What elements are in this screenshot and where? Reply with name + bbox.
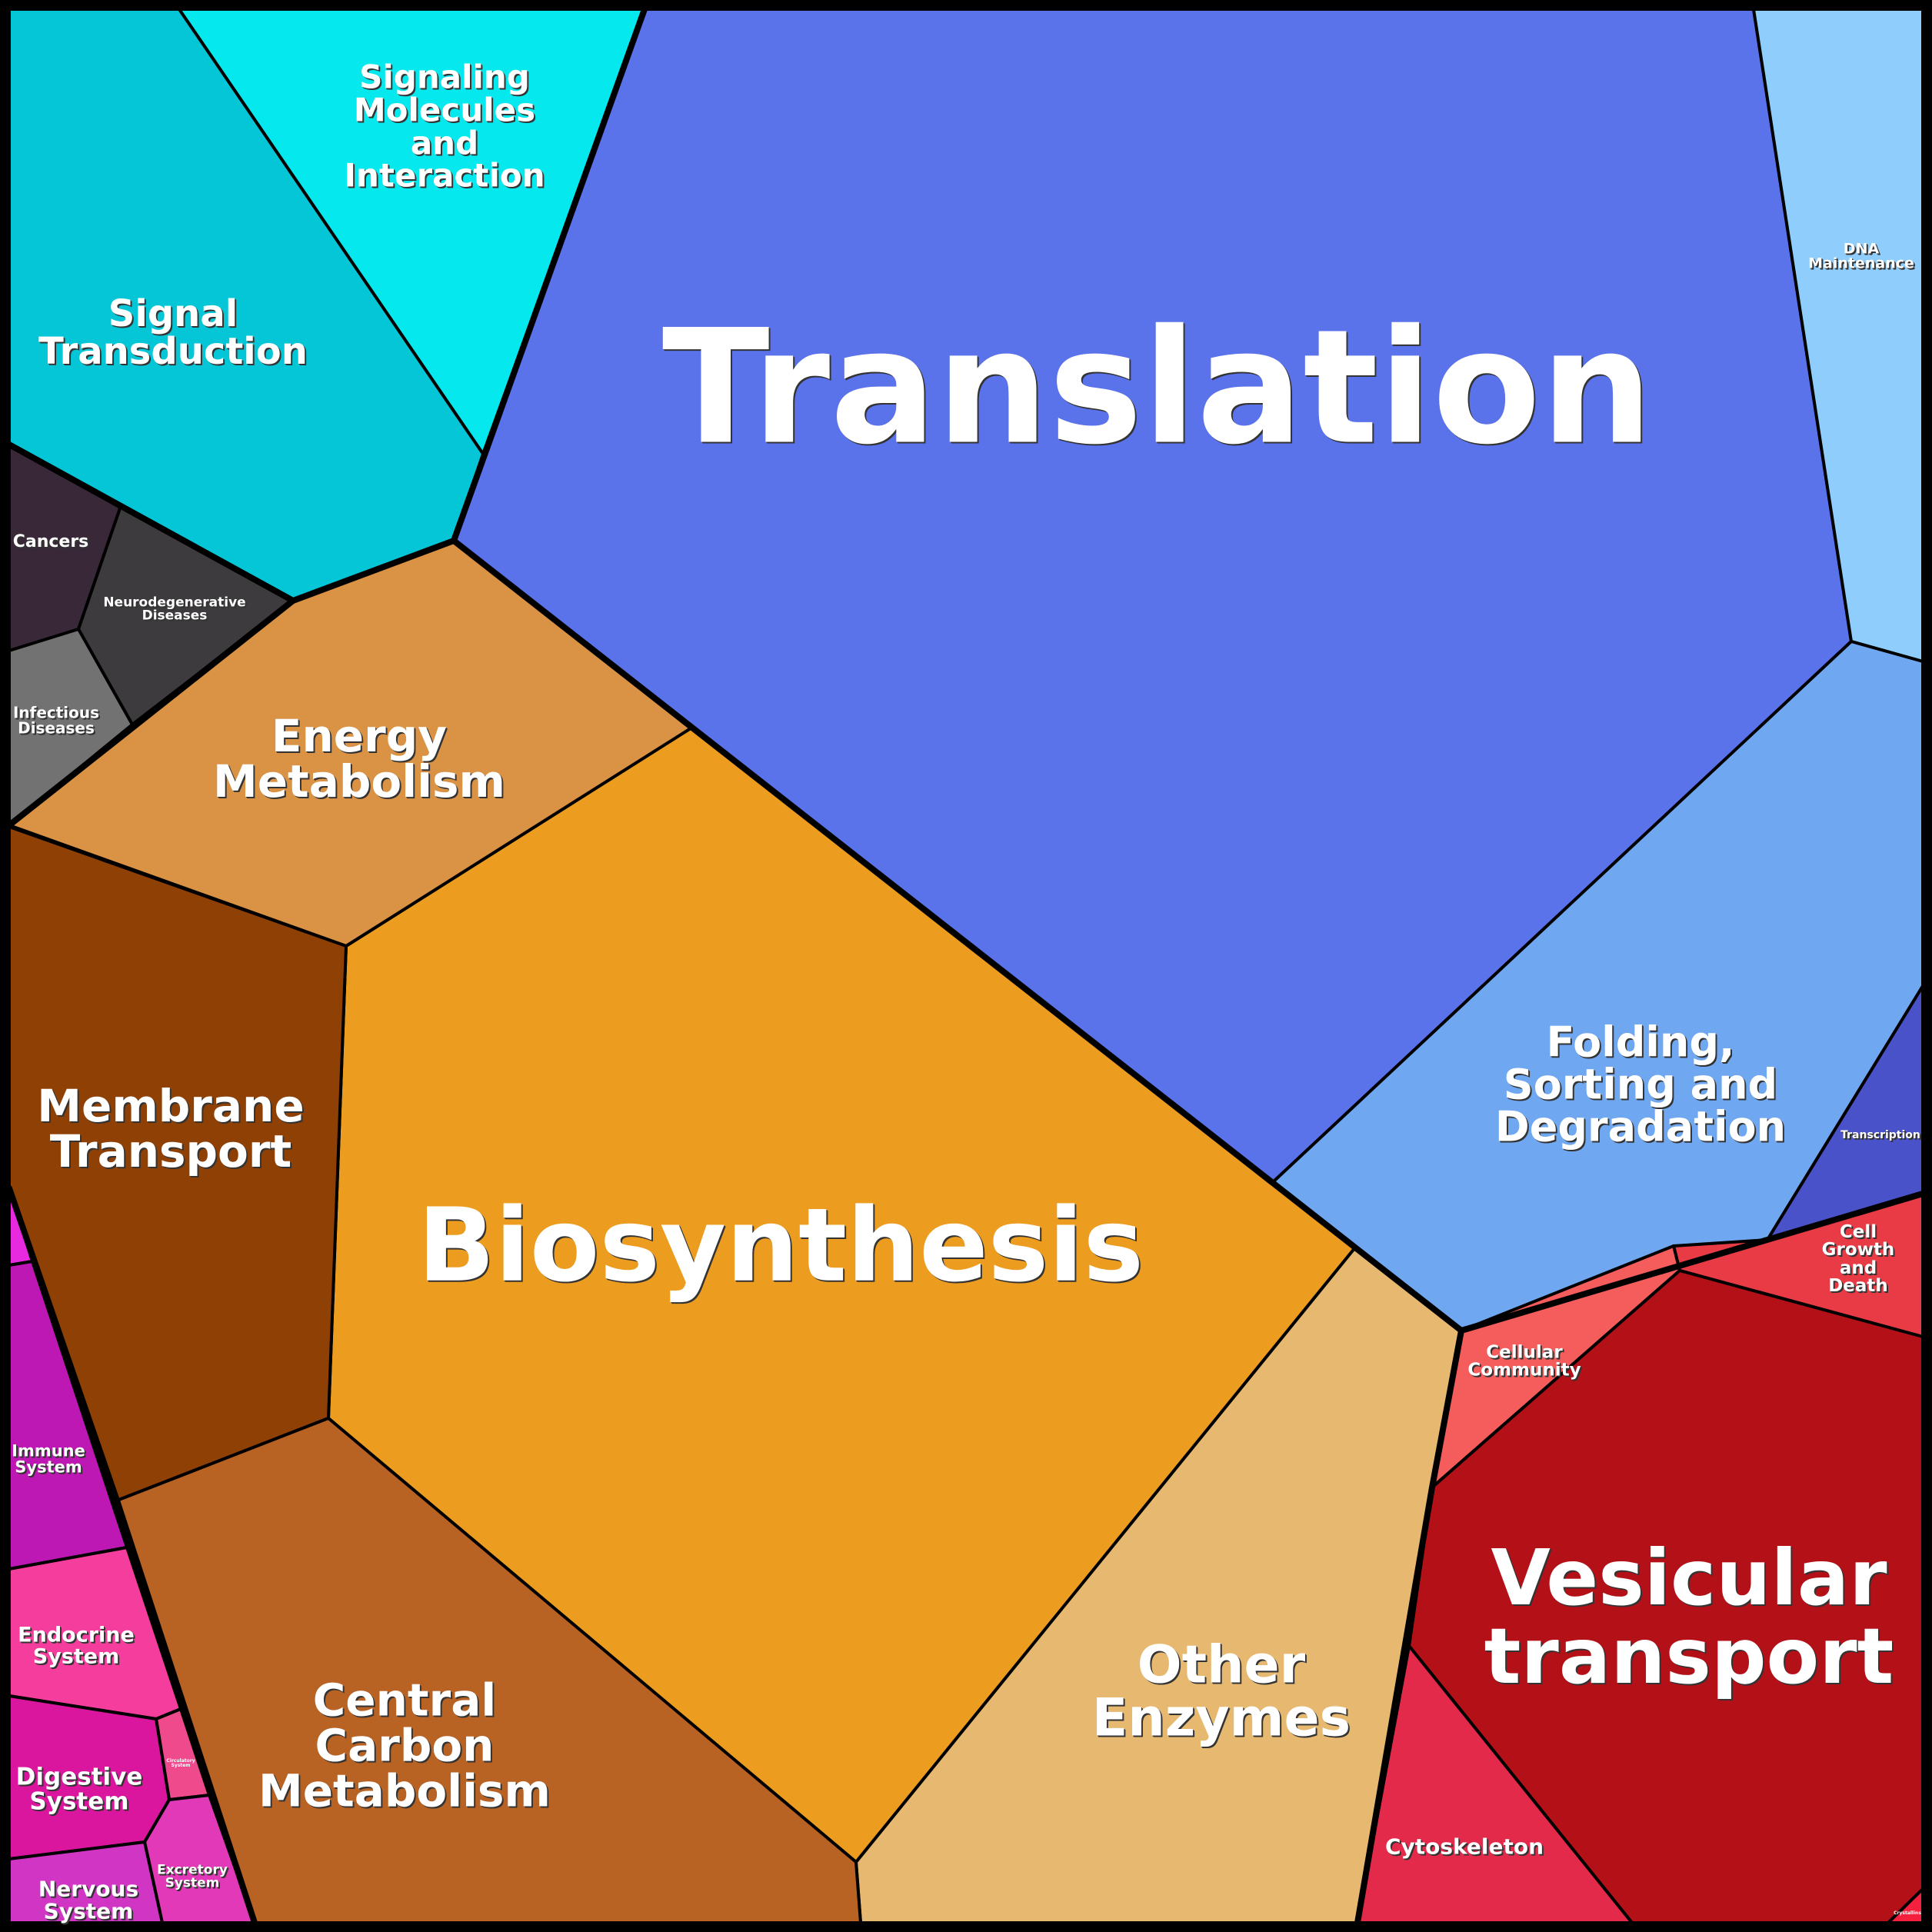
label-translation: Translation [661,296,1654,480]
label-excretory-system: Excretory System [157,1862,228,1891]
label-nervous-system: Nervous System [38,1876,139,1924]
group-boundary [6,598,296,828]
label-cellular-community: Cellular Community [1467,1342,1581,1381]
label-cytoskeleton: Cytoskeleton [1384,1834,1544,1860]
label-crystallins: Crystallins [1894,1910,1921,1916]
label-endocrine-system: Endocrine System [18,1623,135,1668]
label-central-carbon-metabolism: Central Carbon Metabolism [258,1674,551,1817]
label-folding-sorting-degradation: Folding, Sorting and Degradation [1494,1018,1787,1151]
label-cell-growth-death: Cell Growth and Death [1821,1222,1895,1297]
label-infectious-diseases: Infectious Diseases [12,703,100,738]
group-boundary [1354,1327,1464,1926]
group-boundary [6,1185,258,1926]
label-digestive-system: Digestive System [15,1763,143,1815]
label-neurodegenerative-diseases: Neurodegenerative Diseases [103,595,246,624]
group-boundary [6,6,648,604]
label-vesicular-transport: Vesicular transport [1484,1533,1894,1701]
label-circulatory-system: Circulatory System [166,1757,195,1768]
label-dna-maintenance: DNA Maintenance [1808,240,1914,272]
label-transcription: Transcription [1840,1128,1920,1141]
label-membrane-transport: Membrane Transport [37,1079,305,1178]
label-biosynthesis: Biosynthesis [417,1186,1144,1305]
label-immune-system: Immune System [12,1441,85,1477]
group-boundary [451,538,1926,1334]
label-signal-transduction: Signal Transduction [38,292,308,373]
label-signaling-molecules: Signaling Molecules and Interaction [344,58,545,195]
label-other-enzymes: Other Enzymes [1091,1634,1351,1749]
label-energy-metabolism: Energy Metabolism [212,709,506,808]
label-cancers: Cancers [12,531,89,551]
